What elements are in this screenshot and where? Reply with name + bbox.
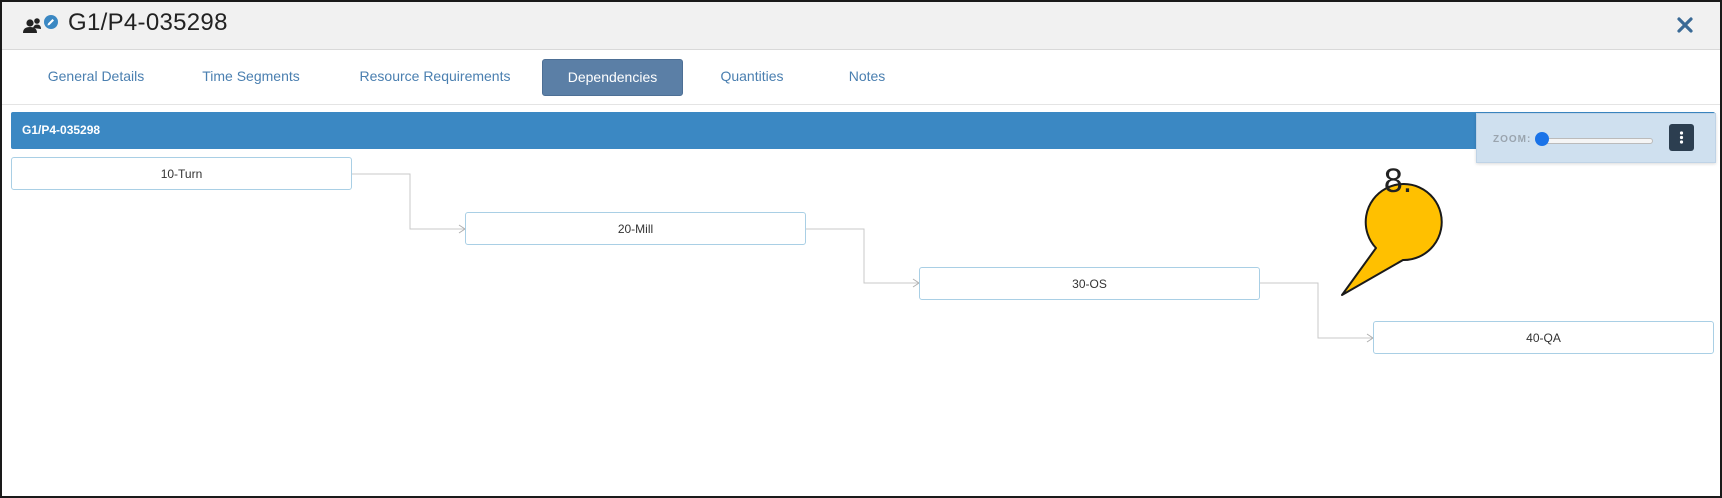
tab-resource-requirements[interactable]: Resource Requirements	[359, 68, 511, 84]
dependency-node[interactable]: 20-Mill	[465, 212, 806, 245]
zoom-label: ZOOM:	[1493, 134, 1532, 145]
connector-20-30	[806, 228, 919, 284]
callout-label: 8.	[1383, 162, 1413, 200]
dependency-node[interactable]: 10-Turn	[11, 157, 352, 190]
dependency-connectors	[352, 173, 1374, 343]
connector-30-40	[1260, 282, 1373, 339]
diagram-header-label: G1/P4-035298	[22, 123, 101, 137]
dependency-diagram: G1/P4-035298 ZOOM:	[2, 105, 1720, 496]
callout-bubble	[1341, 183, 1443, 296]
zoom-panel: ZOOM:	[1476, 113, 1716, 163]
tab-notes[interactable]: Notes	[848, 68, 886, 84]
diagram-header: G1/P4-035298	[11, 112, 1715, 149]
dependency-node[interactable]: 40-QA	[1373, 321, 1714, 354]
tab-quantities[interactable]: Quantities	[720, 68, 784, 84]
tab-general-details[interactable]: General Details	[47, 68, 145, 84]
zoom-slider-thumb[interactable]	[1535, 132, 1549, 146]
diagram-menu-button[interactable]	[1669, 124, 1694, 151]
close-icon[interactable]	[1672, 12, 1698, 38]
page-title: G1/P4-035298	[68, 9, 228, 36]
dependency-node[interactable]: 30-OS	[919, 267, 1260, 300]
tab-dependencies[interactable]: Dependencies	[542, 59, 683, 96]
tab-time-segments[interactable]: Time Segments	[202, 68, 300, 84]
tab-bar: General Details Time Segments Resource R…	[2, 50, 1720, 105]
title-bar: G1/P4-035298	[2, 2, 1720, 50]
users-edit-icon	[23, 15, 58, 33]
connector-10-20	[352, 173, 465, 230]
vertical-ellipsis-icon	[1679, 131, 1684, 144]
